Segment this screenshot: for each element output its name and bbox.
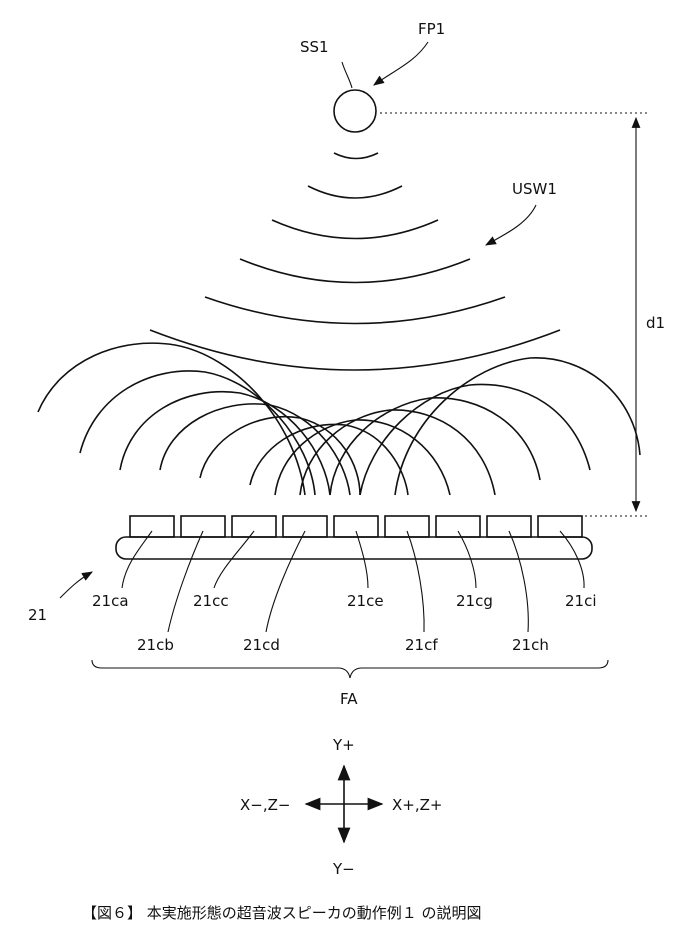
element-label-21cc: 21cc: [193, 592, 229, 610]
element-label-21cb: 21cb: [137, 636, 174, 654]
element-label-21cf: 21cf: [405, 636, 438, 654]
axis-label-x-plus: X+,Z+: [392, 796, 442, 814]
axis-label-x-minus: X−,Z−: [240, 796, 290, 814]
sound-source-circle: [333, 89, 377, 133]
figure-caption: 【図６】 本実施形態の超音波スピーカの動作例１ の説明図: [82, 904, 482, 922]
speaker-element: [180, 515, 226, 538]
speaker-element-row: [129, 515, 583, 538]
element-label-21ca: 21ca: [92, 592, 129, 610]
element-label-21ci: 21ci: [565, 592, 597, 610]
speaker-element: [231, 515, 277, 538]
axis-label-y-plus: Y+: [332, 736, 355, 754]
axis-label-y-minus: Y−: [332, 860, 355, 878]
element-wavelets: [37, 342, 641, 496]
element-label-21ch: 21ch: [512, 636, 549, 654]
area-brace: [91, 659, 609, 679]
element-label-21ce: 21ce: [347, 592, 384, 610]
speaker-element: [333, 515, 379, 538]
wave-label: USW1: [512, 180, 557, 198]
speaker-element: [384, 515, 430, 538]
speaker-element: [435, 515, 481, 538]
focal-point-label: FP1: [418, 20, 445, 38]
element-leader-lines: [121, 530, 585, 633]
source-label: SS1: [300, 38, 329, 56]
wave-label-arrow: [485, 204, 537, 246]
speaker-label: 21: [28, 606, 47, 624]
speaker-element: [282, 515, 328, 538]
speaker-label-arrow: [59, 571, 93, 599]
axis-indicator: [304, 764, 384, 844]
speaker-element: [129, 515, 175, 538]
speaker-element: [537, 515, 583, 538]
area-label: FA: [340, 690, 358, 708]
focal-point-arrow: [373, 41, 429, 86]
source-leader-line: [341, 61, 353, 89]
distance-label: d1: [646, 314, 665, 332]
speaker-element: [486, 515, 532, 538]
element-label-21cg: 21cg: [456, 592, 493, 610]
element-label-21cd: 21cd: [243, 636, 280, 654]
speaker-substrate: [115, 536, 593, 560]
converging-wavefronts: [149, 152, 561, 371]
